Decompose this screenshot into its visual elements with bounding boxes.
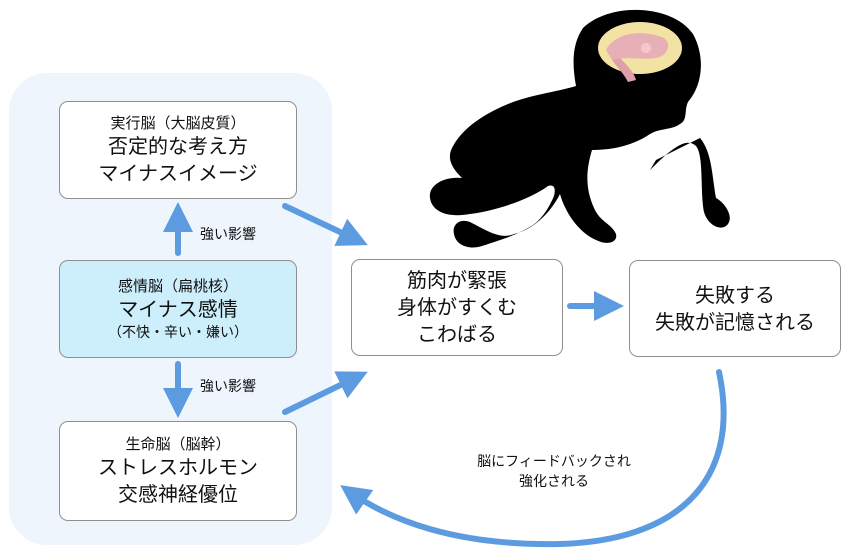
executive-brain-title: 実行脳（大脳皮質） (110, 114, 246, 132)
muscle-tension-box: 筋肉が緊張 身体がすくむ こわばる (351, 259, 563, 356)
failure-line2: 失敗が記憶される (655, 309, 815, 334)
life-brain-line1: ストレスホルモン (98, 455, 258, 479)
influence-label-top: 強い影響 (200, 227, 256, 243)
emotion-brain-title: 感情脳（扁桃核） (117, 276, 238, 295)
executive-brain-box: 実行脳（大脳皮質） 否定的な考え方 マイナスイメージ (59, 101, 297, 199)
failure-line1: 失敗する (695, 282, 775, 307)
muscle-line1: 筋肉が緊張 (407, 268, 507, 292)
executive-brain-line2: マイナスイメージ (98, 161, 258, 185)
muscle-line3: こわばる (417, 322, 497, 346)
life-brain-box: 生命脳（脳幹） ストレスホルモン 交感神経優位 (59, 421, 297, 521)
executive-brain-line1: 否定的な考え方 (108, 134, 248, 158)
arrow-executive-to-muscle (282, 203, 368, 246)
emotion-brain-line1: マイナス感情 (118, 296, 238, 321)
arrow-feedback-curve (340, 369, 727, 548)
failure-box: 失敗する 失敗が記憶される (629, 260, 841, 357)
life-brain-line2: 交感神経優位 (118, 482, 238, 506)
emotion-brain-box: 感情脳（扁桃核） マイナス感情 （不快・辛い・嫌い） (59, 260, 297, 358)
emotion-brain-line2: （不快・辛い・嫌い） (108, 324, 248, 341)
feedback-label-line2: 強化される (519, 474, 589, 490)
brain-icon (598, 22, 682, 82)
baby-silhouette (429, 9, 730, 248)
influence-label-bottom: 強い影響 (200, 379, 256, 395)
muscle-line2: 身体がすくむ (397, 295, 517, 319)
life-brain-title: 生命脳（脳幹） (125, 435, 231, 453)
feedback-label-line1: 脳にフィードバックされ (477, 454, 631, 470)
arrow-life-to-muscle (282, 371, 368, 415)
